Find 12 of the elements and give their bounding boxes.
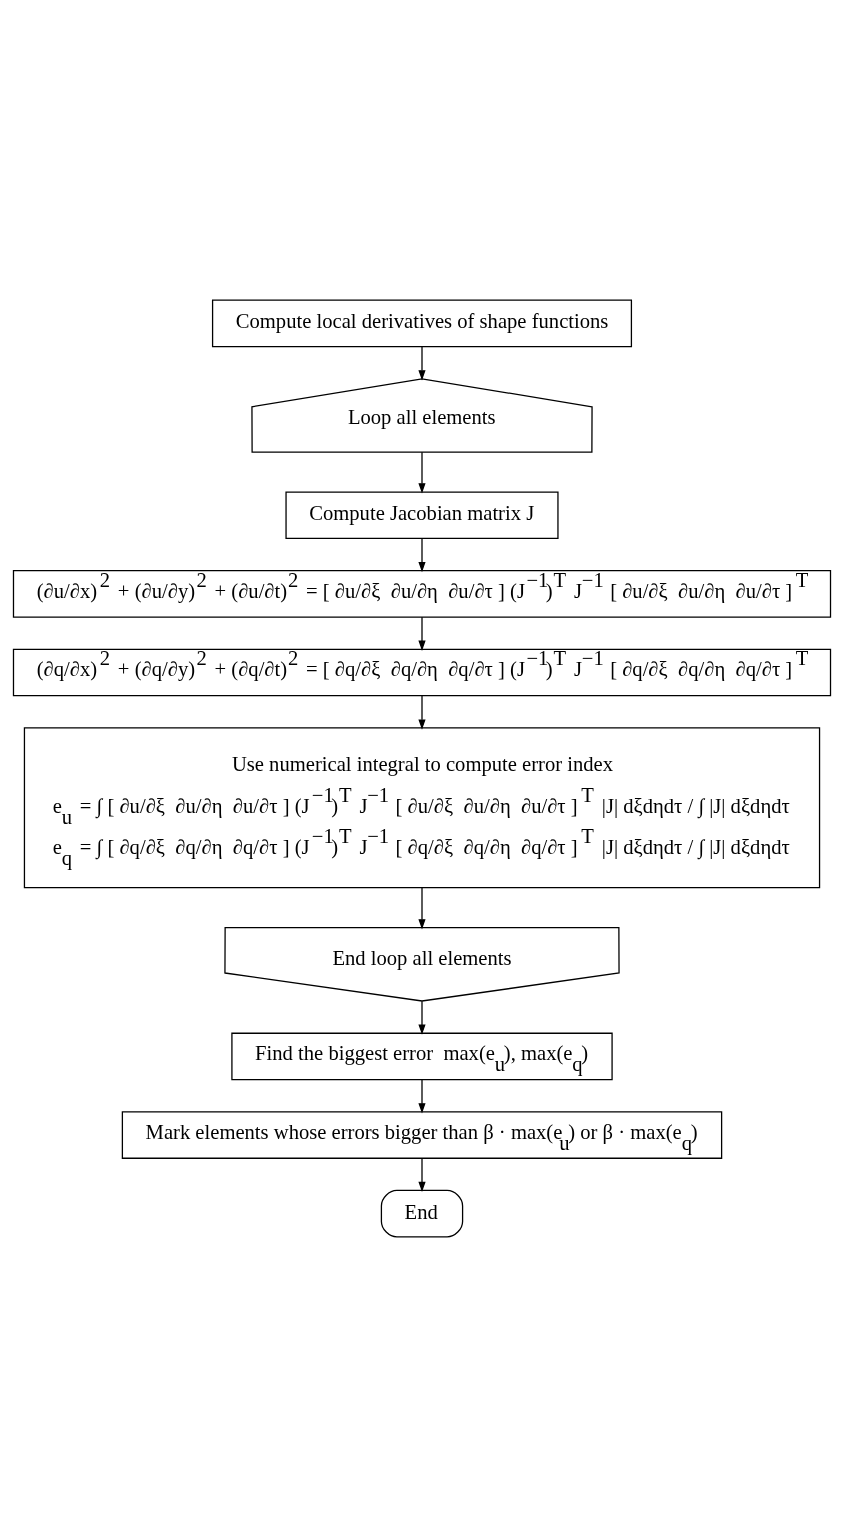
arrow	[418, 887, 426, 930]
arrow	[418, 1079, 426, 1114]
arrow	[418, 537, 426, 573]
node-box: End	[380, 1189, 464, 1238]
arrow	[418, 1157, 426, 1193]
arrow	[418, 451, 426, 494]
arrow	[418, 695, 426, 730]
node-box: Compute local derivatives of shape functions	[211, 299, 633, 348]
arrow	[418, 346, 426, 381]
arrow	[418, 616, 426, 651]
node-box: Compute Jacobian matrix J	[285, 491, 559, 540]
arrow	[418, 1000, 426, 1035]
